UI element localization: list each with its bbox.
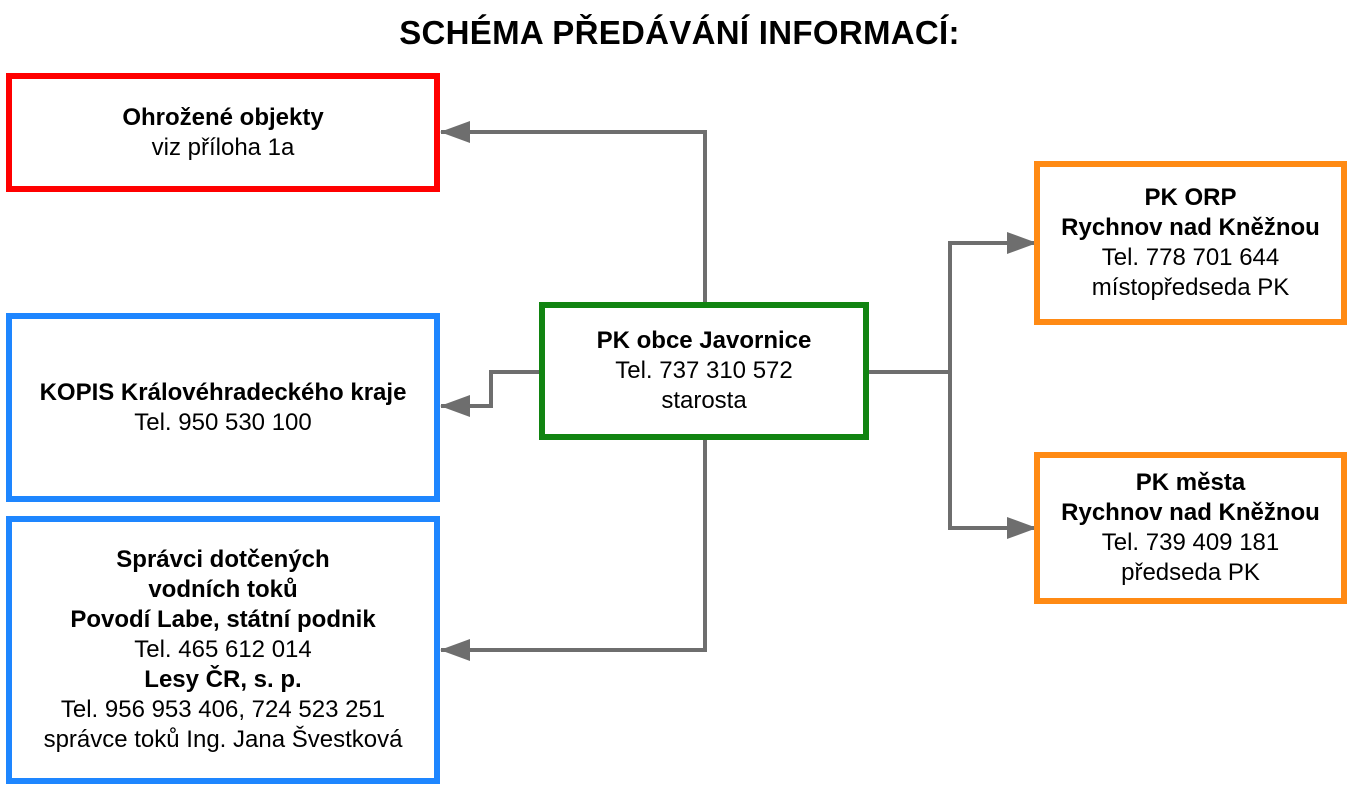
kopis-phone: Tel. 950 530 100 — [134, 408, 312, 436]
connector-to-city — [948, 372, 1037, 539]
lesy-cr-name: Lesy ČR, s. p. — [144, 666, 302, 693]
city-title: PK města — [1135, 469, 1246, 496]
orp-role: místopředseda PK — [1091, 274, 1290, 301]
connector-to-orp — [868, 232, 1037, 374]
center-name: PK obce Javornice — [596, 327, 812, 354]
povodi-labe-name: Povodí Labe, státní podnik — [70, 606, 376, 633]
city-box: PK města Rychnov nad Kněžnou Tel. 739 40… — [1034, 452, 1347, 604]
river-managers-line1: Správci dotčených — [116, 546, 330, 573]
river-managers-box: Správci dotčených vodních toků Povodí La… — [6, 516, 440, 784]
center-municipality-box: PK obce Javornice Tel. 737 310 572 staro… — [539, 302, 869, 440]
kopis-name: KOPIS Královéhradeckého kraje — [39, 378, 407, 406]
kopis-box: KOPIS Královéhradeckého kraje Tel. 950 5… — [6, 313, 440, 502]
connector-to-threatened — [440, 121, 707, 303]
connector-to-rivers — [440, 439, 707, 661]
orp-title: PK ORP — [1144, 184, 1237, 211]
city-role: předseda PK — [1121, 559, 1260, 586]
orp-box: PK ORP Rychnov nad Kněžnou Tel. 778 701 … — [1034, 161, 1347, 325]
river-managers-line2: vodních toků — [148, 576, 298, 603]
center-role: starosta — [661, 387, 747, 414]
threatened-objects-box: Ohrožené objekty viz příloha 1a — [6, 73, 440, 192]
threatened-objects-note: viz příloha 1a — [151, 133, 295, 161]
center-phone: Tel. 737 310 572 — [615, 357, 793, 384]
lesy-cr-phone: Tel. 956 953 406, 724 523 251 — [60, 696, 386, 723]
city-phone: Tel. 739 409 181 — [1101, 529, 1280, 556]
orp-phone: Tel. 778 701 644 — [1101, 244, 1280, 271]
orp-location: Rychnov nad Kněžnou — [1061, 214, 1320, 241]
povodi-labe-phone: Tel. 465 612 014 — [134, 636, 312, 663]
city-location: Rychnov nad Kněžnou — [1061, 499, 1320, 526]
connector-to-kopis — [440, 370, 542, 417]
threatened-objects-name: Ohrožené objekty — [122, 103, 324, 131]
diagram-title: SCHÉMA PŘEDÁVÁNÍ INFORMACÍ: — [399, 14, 960, 51]
river-manager-person: správce toků Ing. Jana Švestková — [43, 726, 403, 753]
